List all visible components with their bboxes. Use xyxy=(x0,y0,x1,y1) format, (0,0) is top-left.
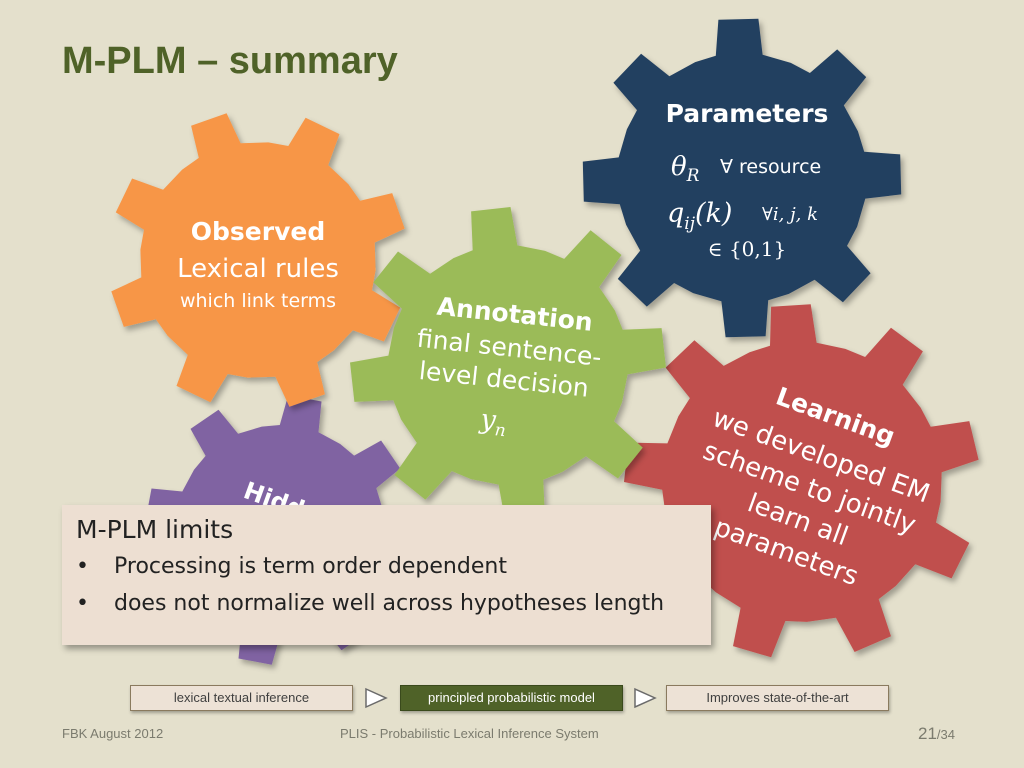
flow-bar: lexical textual inference principled pro… xyxy=(0,685,1024,713)
list-item: • Processing is term order dependent xyxy=(76,554,697,579)
bullet-icon: • xyxy=(76,591,89,616)
observed-gear-line2: which link terms xyxy=(180,290,336,312)
parameters-gear-label: Parameters xyxy=(666,99,829,128)
flow-step-state-of-the-art: Improves state-of-the-art xyxy=(666,685,889,711)
flow-step-lexical-inference: lexical textual inference xyxy=(130,685,353,711)
learning-gear xyxy=(624,304,979,658)
parameters-line1-text: ∀ resource xyxy=(720,156,821,178)
flow-step-probabilistic-model: principled probabilistic model xyxy=(400,685,623,711)
observed-gear xyxy=(111,113,405,407)
arrow-right-icon xyxy=(365,687,388,709)
parameters-line3: ∈ {0,1} xyxy=(708,237,786,261)
parameters-gear xyxy=(582,18,902,338)
footer-title: PLIS - Probabilistic Lexical Inference S… xyxy=(340,726,599,741)
annotation-gear xyxy=(350,207,666,523)
limit-text: Processing is term order dependent xyxy=(114,554,507,579)
parameters-theta: θR xyxy=(671,152,700,186)
limits-box: M-PLM limits • Processing is term order … xyxy=(62,505,711,645)
limit-text: does not normalize well across hypothese… xyxy=(114,591,665,616)
parameters-line2-text: ∀i, j, k xyxy=(762,204,818,225)
list-item: • does not normalize well across hypothe… xyxy=(76,591,697,616)
bullet-icon: • xyxy=(76,554,89,579)
footer-date: FBK August 2012 xyxy=(62,726,164,741)
limits-list: • Processing is term order dependent • d… xyxy=(76,554,697,616)
limits-title: M-PLM limits xyxy=(76,515,234,544)
page-number: 21/34 xyxy=(918,724,955,743)
observed-gear-line1: Lexical rules xyxy=(177,254,339,284)
arrow-right-icon xyxy=(634,687,657,709)
observed-gear-label: Observed xyxy=(191,217,325,246)
slide-title: M-PLM – summary xyxy=(62,40,398,82)
parameters-q: qij(k) xyxy=(667,198,732,234)
annotation-gear-symbol: yn xyxy=(478,404,509,442)
